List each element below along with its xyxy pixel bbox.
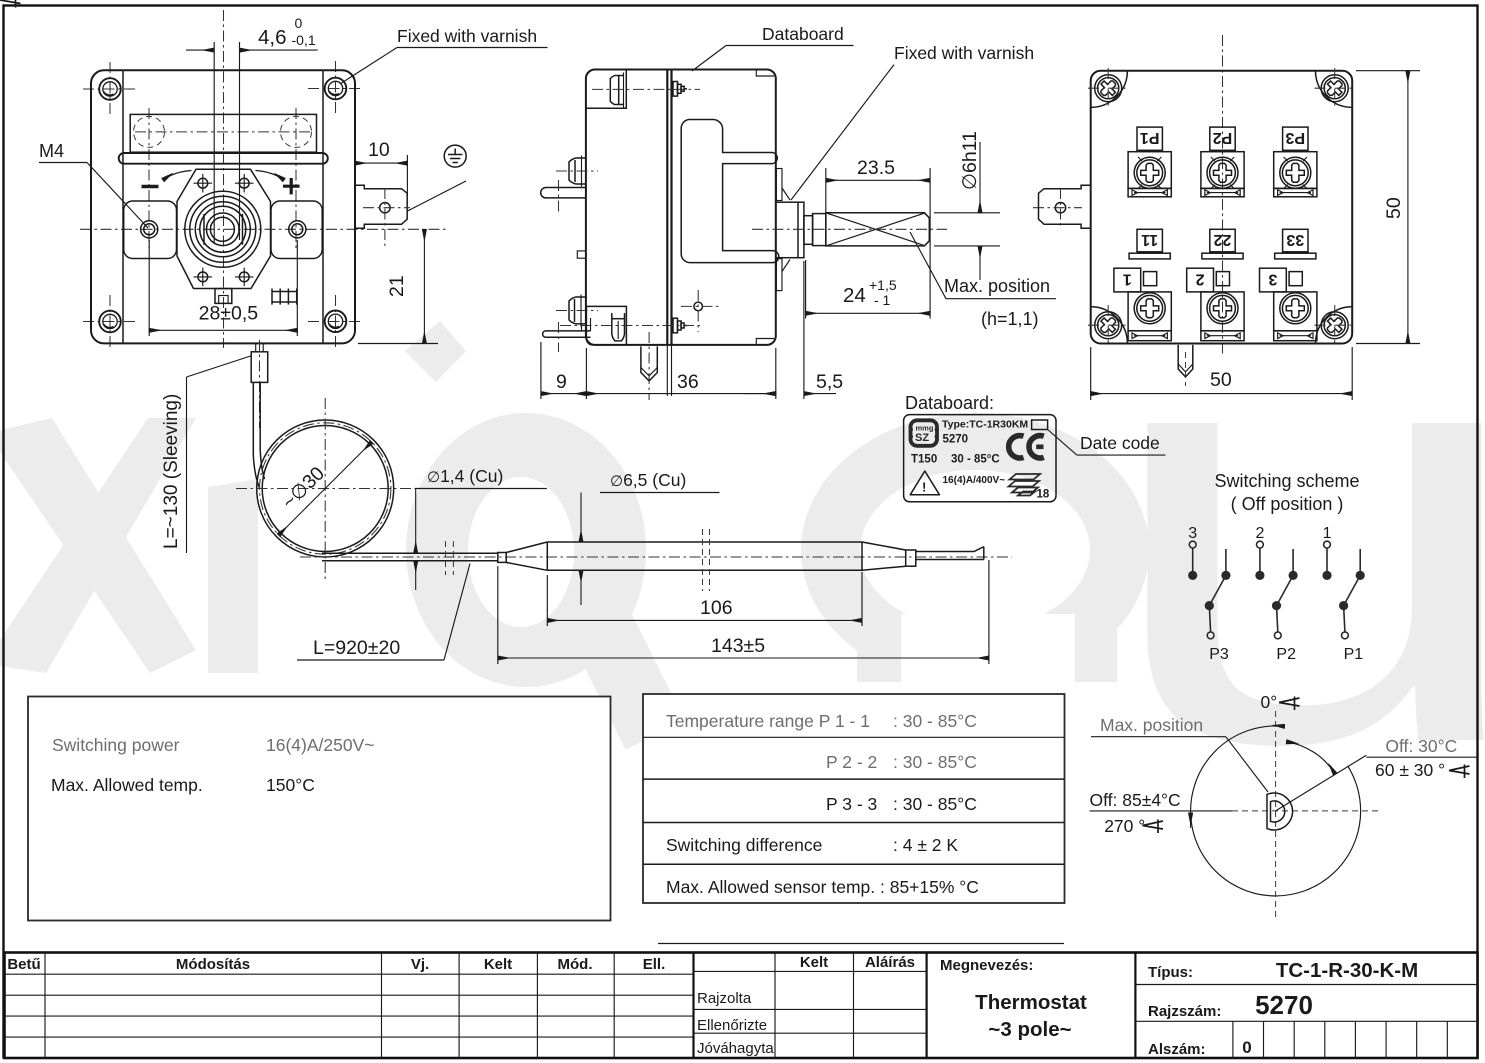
svg-text:1: 1 (1123, 271, 1132, 288)
svg-text:50: 50 (1383, 197, 1405, 219)
svg-text:P 3 - 3: P 3 - 3 (826, 794, 877, 814)
svg-text:Betű: Betű (7, 956, 40, 973)
svg-text:Databoard: Databoard (762, 24, 844, 44)
svg-text:T150: T150 (911, 454, 937, 466)
svg-text:5270: 5270 (943, 434, 969, 446)
svg-text:+1,5: +1,5 (869, 277, 897, 293)
svg-text:0: 0 (1242, 1038, 1251, 1057)
svg-text:0°: 0° (1261, 692, 1278, 712)
svg-text:3: 3 (1188, 525, 1197, 542)
svg-text:Ellenőrizte: Ellenőrizte (697, 1017, 767, 1034)
svg-text:Max. position: Max. position (1100, 715, 1203, 735)
svg-text:36: 36 (677, 371, 699, 393)
svg-text:50: 50 (1210, 369, 1232, 391)
svg-text:4,6: 4,6 (258, 26, 287, 49)
svg-text:P3: P3 (1285, 129, 1305, 146)
svg-text:24: 24 (843, 284, 866, 307)
svg-text:: 30 - 85°C: : 30 - 85°C (893, 794, 977, 814)
svg-text:28±0,5: 28±0,5 (199, 303, 259, 325)
svg-text:( Off position ): ( Off position ) (1231, 494, 1344, 514)
svg-text:: 4 ± 2 K: : 4 ± 2 K (893, 835, 958, 855)
svg-text:-0,1: -0,1 (292, 32, 316, 48)
svg-text:Jóváhagyta: Jóváhagyta (697, 1040, 774, 1057)
svg-text:106: 106 (700, 597, 733, 619)
svg-text:21: 21 (386, 275, 408, 297)
svg-text:18: 18 (1037, 489, 1050, 501)
svg-text:16(4)A/400V~: 16(4)A/400V~ (943, 475, 1006, 486)
svg-text:Date code: Date code (1080, 433, 1160, 453)
svg-text:Rajzszám:: Rajzszám: (1148, 1003, 1221, 1020)
svg-text:P1: P1 (1140, 129, 1160, 146)
svg-text:Módosítás: Módosítás (176, 956, 250, 973)
svg-text:L=~130 (Sleeving): L=~130 (Sleeving) (161, 394, 182, 549)
svg-text:Max. Allowed temp.: Max. Allowed temp. (51, 775, 203, 795)
svg-text:60 ± 30 °: 60 ± 30 ° (1375, 760, 1445, 780)
svg-text:P 2 - 2: P 2 - 2 (826, 752, 877, 772)
svg-text:1: 1 (1323, 525, 1332, 542)
svg-text:22: 22 (1214, 231, 1232, 248)
svg-text:mmg: mmg (916, 424, 934, 433)
svg-text:Switching difference: Switching difference (666, 835, 822, 855)
svg-text:5270: 5270 (1255, 990, 1313, 1020)
svg-text:Kelt: Kelt (484, 956, 512, 973)
svg-text:Alszám:: Alszám: (1148, 1041, 1206, 1058)
svg-text:Fixed with varnish: Fixed with varnish (397, 26, 537, 46)
svg-text:23.5: 23.5 (857, 157, 895, 179)
svg-text:: 30 - 85°C: : 30 - 85°C (893, 752, 977, 772)
svg-text:270 °: 270 ° (1104, 816, 1145, 836)
svg-text:Vj.: Vj. (411, 956, 429, 973)
svg-text:Max. Allowed sensor temp. : 85: Max. Allowed sensor temp. : 85+15% °C (666, 877, 979, 897)
svg-text:Megnevezés:: Megnevezés: (940, 957, 1033, 974)
svg-text:2: 2 (1255, 525, 1264, 542)
svg-text:Ell.: Ell. (643, 956, 666, 973)
svg-text:Thermostat: Thermostat (975, 991, 1087, 1014)
svg-text:Temperature range P 1 - 1: Temperature range P 1 - 1 (666, 711, 870, 731)
svg-text:5,5: 5,5 (816, 371, 843, 393)
svg-text:∅1,4 (Cu): ∅1,4 (Cu) (427, 466, 503, 486)
svg-text:Databoard:: Databoard: (905, 393, 994, 413)
svg-text:Kelt: Kelt (800, 954, 828, 971)
svg-text:P1: P1 (1344, 646, 1364, 663)
svg-text:: 30 - 85°C: : 30 - 85°C (893, 711, 977, 731)
svg-text:Type:TC-1R30KM: Type:TC-1R30KM (942, 419, 1028, 431)
svg-text:10: 10 (368, 139, 390, 161)
svg-text:Mód.: Mód. (558, 956, 593, 973)
svg-text:- 1: - 1 (874, 292, 891, 308)
svg-text:Aláírás: Aláírás (865, 954, 915, 971)
svg-text:(h=1,1): (h=1,1) (981, 309, 1039, 329)
svg-text:9: 9 (556, 371, 567, 393)
svg-text:P2: P2 (1276, 646, 1296, 663)
svg-text:Max. position: Max. position (944, 276, 1050, 296)
svg-text:∅6h11: ∅6h11 (959, 131, 981, 190)
svg-text:P3: P3 (1209, 646, 1229, 663)
svg-text:Rajzolta: Rajzolta (697, 990, 752, 1007)
svg-text:Switching power: Switching power (52, 735, 180, 755)
svg-text:L=920±20: L=920±20 (313, 637, 400, 659)
svg-text:SZ: SZ (915, 432, 929, 444)
svg-text:∅6,5 (Cu): ∅6,5 (Cu) (610, 470, 686, 490)
svg-text:143±5: 143±5 (711, 635, 765, 657)
svg-text:16(4)A/250V~: 16(4)A/250V~ (266, 735, 374, 755)
svg-text:P2: P2 (1213, 129, 1233, 146)
svg-text:3: 3 (1268, 271, 1277, 288)
svg-text:Off: 30°C: Off: 30°C (1385, 736, 1457, 756)
svg-text:~3 pole~: ~3 pole~ (988, 1018, 1071, 1041)
svg-text:11: 11 (1141, 231, 1158, 248)
svg-text:TC-1-R-30-K-M: TC-1-R-30-K-M (1276, 959, 1418, 982)
svg-text:Off: 85±4°C: Off: 85±4°C (1090, 790, 1181, 810)
svg-text:Típus:: Típus: (1148, 964, 1193, 981)
svg-text:Switching scheme: Switching scheme (1214, 471, 1359, 491)
svg-text:Fixed with varnish: Fixed with varnish (894, 43, 1034, 63)
svg-text:30 - 85°C: 30 - 85°C (951, 454, 1000, 466)
svg-text:!: ! (922, 480, 926, 495)
svg-text:33: 33 (1286, 231, 1304, 248)
svg-text:150°C: 150°C (266, 775, 315, 795)
svg-text:2: 2 (1196, 271, 1205, 288)
svg-text:M4: M4 (39, 141, 64, 161)
svg-text:0: 0 (295, 15, 303, 31)
